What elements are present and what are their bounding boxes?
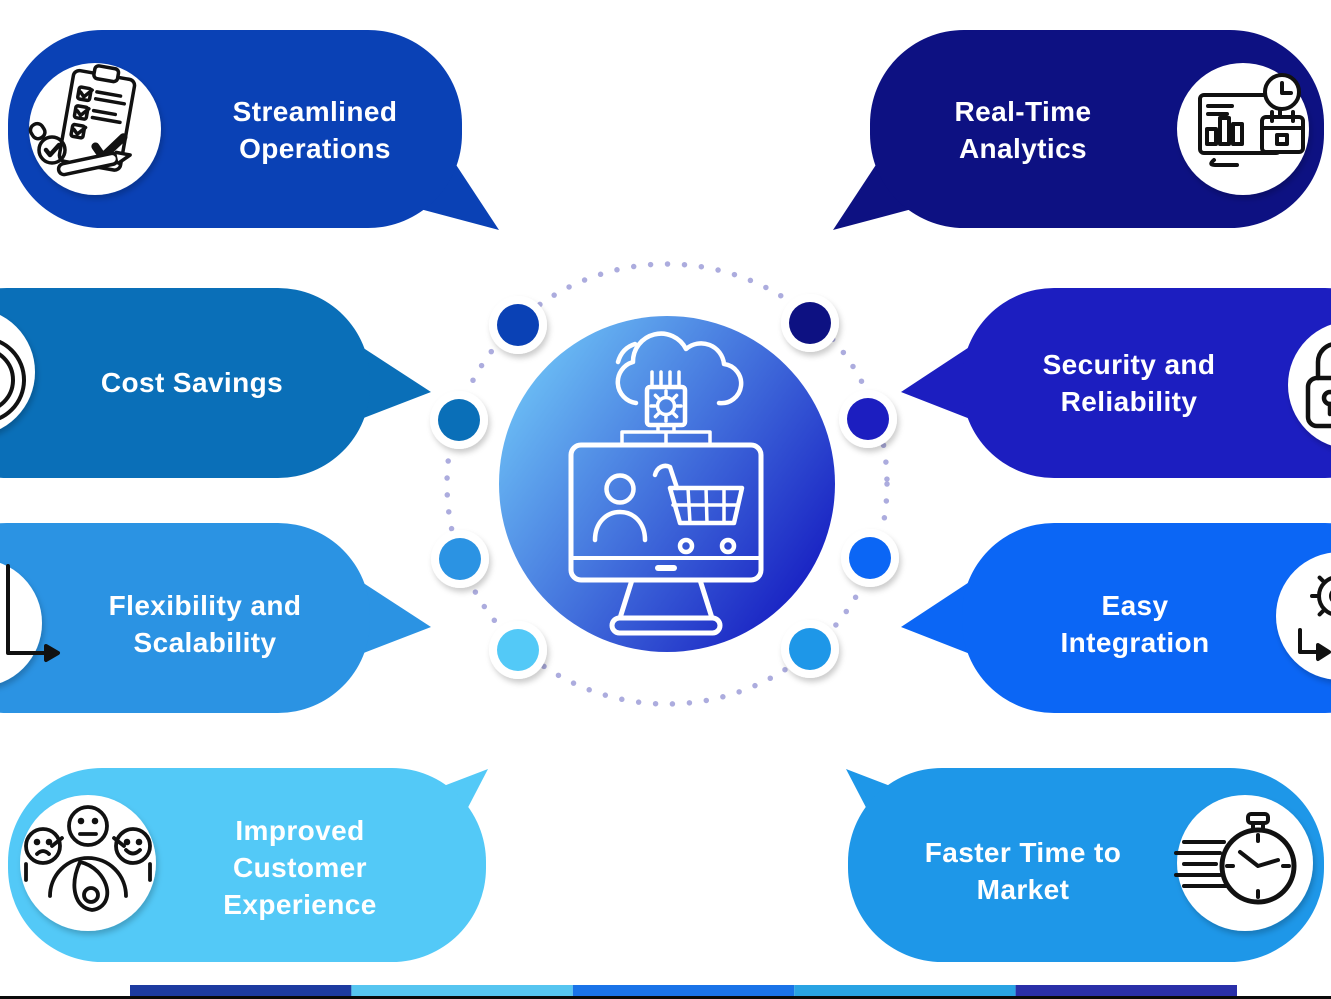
label-line: Real-Time bbox=[954, 96, 1092, 127]
lock-icon bbox=[1305, 342, 1331, 429]
pill-tail bbox=[405, 148, 499, 230]
label-easy-integration: Easy Integration bbox=[910, 587, 1331, 661]
label-line: Scalability bbox=[133, 627, 277, 658]
node-real-time-analytics bbox=[781, 294, 839, 352]
pill-body bbox=[0, 523, 370, 713]
label-flexibility-and-scalability: Flexibility and Scalability bbox=[0, 587, 430, 661]
pill-tail bbox=[901, 338, 983, 424]
node-dot bbox=[849, 537, 891, 579]
stripe-segment bbox=[351, 985, 573, 997]
pill-body bbox=[962, 288, 1331, 478]
node-easy-integration bbox=[841, 529, 899, 587]
node-faster-time-to-market bbox=[781, 620, 839, 678]
label-security-and-reliability: Security and Reliability bbox=[904, 346, 1331, 420]
label-line: Analytics bbox=[958, 133, 1088, 164]
label-cost-savings: Cost Savings bbox=[0, 364, 417, 401]
label-line: Streamlined bbox=[232, 96, 398, 127]
ring-nodes bbox=[430, 294, 899, 679]
label-line: Operations bbox=[239, 133, 391, 164]
label-line: Flexibility and bbox=[108, 590, 302, 621]
label-line: Experience bbox=[223, 889, 377, 920]
benefit-pill-flexibility-and-scalability bbox=[0, 523, 431, 713]
icon-circle bbox=[0, 314, 35, 430]
stripe-segment bbox=[794, 985, 1016, 997]
node-security-and-reliability bbox=[839, 390, 897, 448]
benefit-pill-faster-time-to-market bbox=[846, 768, 1324, 962]
node-dot bbox=[789, 628, 831, 670]
coin-icon bbox=[0, 339, 26, 421]
benefit-pill-security-and-reliability bbox=[901, 288, 1331, 478]
footer-stripe bbox=[0, 985, 1331, 999]
stripe-segment bbox=[1015, 985, 1237, 997]
cloud-chip-ecommerce-monitor-icon bbox=[568, 331, 764, 636]
label-line: Market bbox=[976, 874, 1070, 905]
pill-tail bbox=[901, 573, 983, 659]
label-streamlined-operations: Streamlined Operations bbox=[90, 93, 540, 167]
node-streamlined-operations bbox=[489, 296, 547, 354]
analytics-dashboard-icon bbox=[1198, 73, 1305, 167]
label-line: Customer bbox=[233, 852, 367, 883]
pill-tail bbox=[348, 338, 431, 424]
label-line: Reliability bbox=[1060, 386, 1198, 417]
node-dot bbox=[497, 304, 539, 346]
dotted-ring bbox=[444, 261, 890, 707]
node-dot bbox=[439, 538, 481, 580]
pill-body bbox=[962, 523, 1331, 713]
benefit-pill-real-time-analytics bbox=[833, 30, 1324, 230]
label-line: Cost Savings bbox=[100, 367, 284, 398]
pill-body bbox=[0, 288, 370, 478]
stripe-baseline bbox=[0, 996, 1331, 999]
label-line: Easy bbox=[1101, 590, 1169, 621]
clipboard-checklist-icon bbox=[28, 64, 137, 177]
pill-tail bbox=[833, 148, 927, 230]
label-line: Integration bbox=[1060, 627, 1210, 658]
node-dot bbox=[789, 302, 831, 344]
label-line: Security and bbox=[1042, 349, 1216, 380]
gear-arrow-icon bbox=[1298, 575, 1331, 661]
node-dot bbox=[497, 629, 539, 671]
node-cost-savings bbox=[430, 391, 488, 449]
node-dot bbox=[847, 398, 889, 440]
node-flexibility-and-scalability bbox=[431, 530, 489, 588]
growth-axis-icon bbox=[6, 564, 60, 662]
benefit-pill-cost-savings bbox=[0, 288, 431, 478]
stripe-segment bbox=[130, 985, 352, 997]
speed-stopwatch-icon bbox=[1174, 812, 1297, 905]
label-faster-time-to-market: Faster Time to Market bbox=[798, 834, 1248, 908]
stripe-segment bbox=[572, 985, 795, 997]
benefit-pill-easy-integration bbox=[901, 523, 1331, 713]
label-improved-customer-experience: Improved Customer Experience bbox=[75, 812, 525, 923]
label-real-time-analytics: Real-Time Analytics bbox=[798, 93, 1248, 167]
node-dot bbox=[438, 399, 480, 441]
node-improved-customer-experience bbox=[489, 621, 547, 679]
satisfaction-gauge-icon bbox=[24, 805, 152, 912]
label-line: Improved bbox=[235, 815, 365, 846]
benefit-pill-streamlined-operations bbox=[8, 30, 499, 230]
hub-circle bbox=[499, 316, 835, 652]
benefit-pill-improved-customer-experience bbox=[8, 768, 488, 962]
pill-tail bbox=[348, 573, 431, 659]
label-line: Faster Time to bbox=[924, 837, 1122, 868]
